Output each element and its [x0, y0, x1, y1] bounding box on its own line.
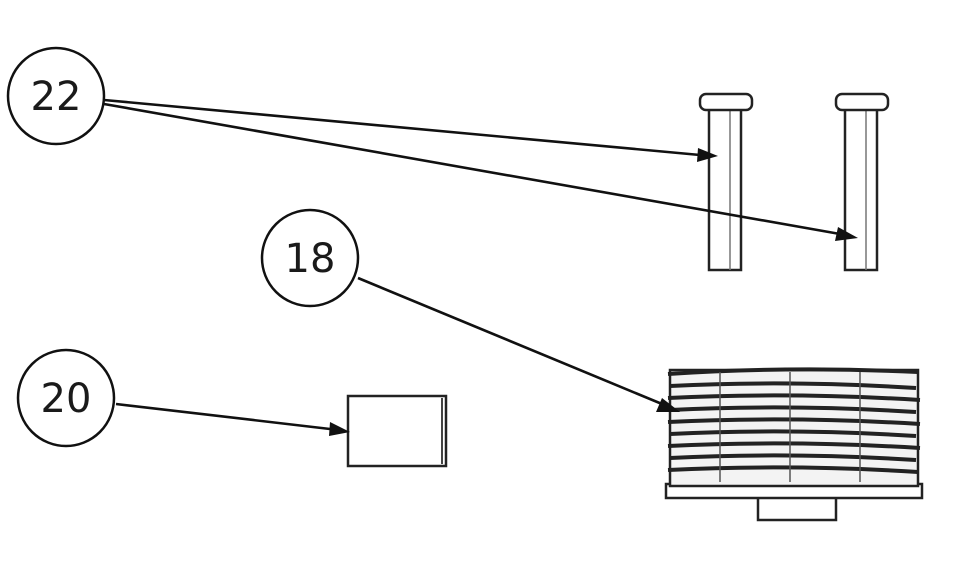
- callout-18-label: 18: [285, 236, 336, 282]
- leader-22-a: [103, 98, 718, 162]
- callout-20: 20: [16, 348, 116, 448]
- callout-20-label: 20: [41, 376, 92, 422]
- leader-20: [115, 402, 350, 436]
- callout-18: 18: [260, 208, 360, 308]
- pin-left: [698, 92, 754, 272]
- callout-22-label: 22: [31, 74, 82, 120]
- leader-18: [357, 276, 680, 412]
- callout-22: 22: [6, 46, 106, 146]
- small-block: [346, 394, 448, 468]
- pin-right: [834, 92, 890, 272]
- plate-stack: [664, 367, 924, 522]
- leader-22-b: [103, 102, 858, 241]
